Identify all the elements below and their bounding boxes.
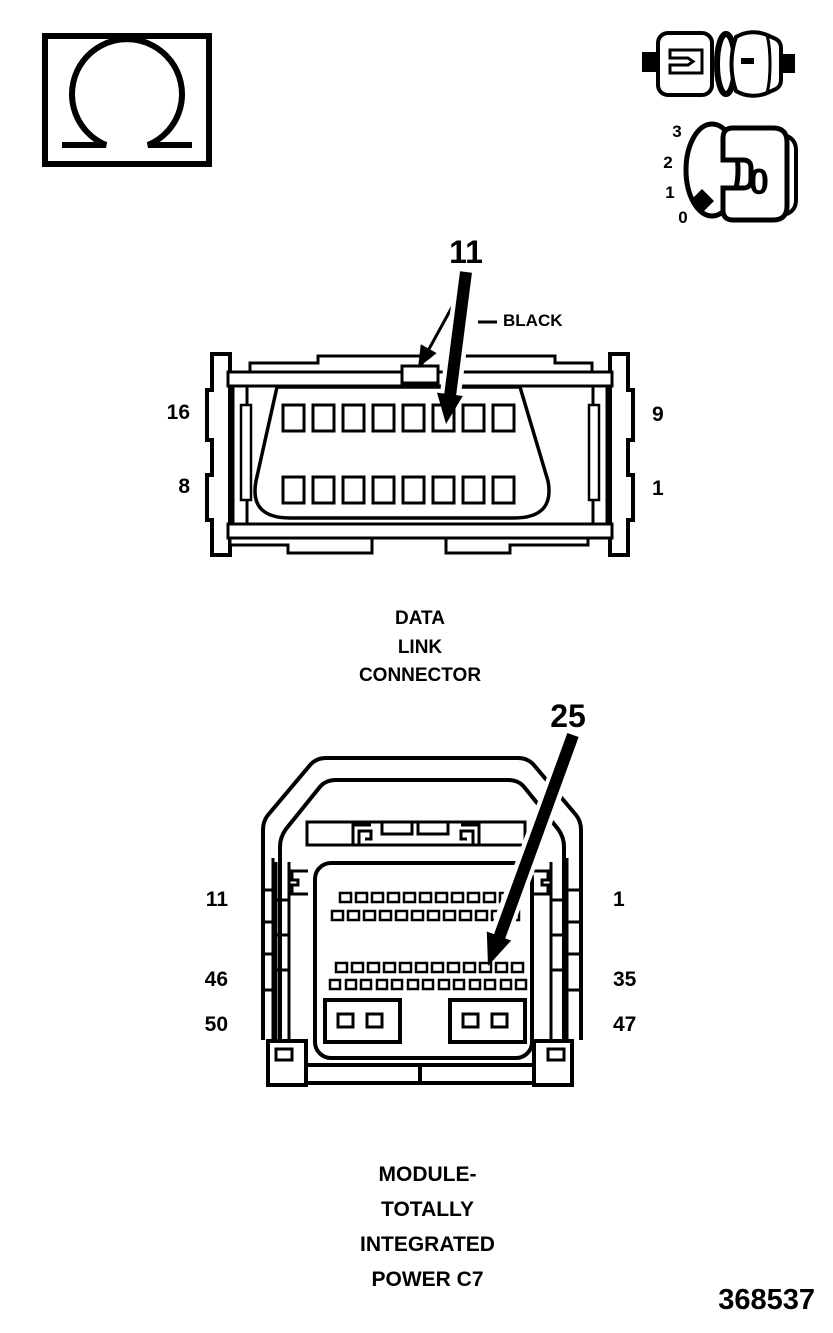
tipm-caption-line-3: INTEGRATED [360,1233,495,1256]
dlc-right-bracket [608,352,635,557]
tipm-caption: MODULE- TOTALLY INTEGRATED POWER C7 [310,1157,545,1297]
dial-scale-1: 1 [665,183,674,202]
tipm-pin-35-label: 35 [613,968,637,991]
dial-scale-0: 0 [678,208,687,227]
dlc-latch-tab [400,364,440,385]
dial-scale-3: 3 [672,122,681,141]
dlc-caption-line-3: CONNECTOR [358,665,482,686]
dlc-callout-label: 11 [449,234,483,270]
tipm-callout-label: 25 [550,698,586,734]
dlc-pins-bottom-row [281,475,516,505]
dlc-caption: DATA LINK CONNECTOR [310,605,530,691]
dial-face-value: 0 [749,161,769,202]
tipm-pin-row-1 [338,891,513,904]
ohmmeter-icon [42,33,212,167]
dlc-caption-line-2: LINK [397,636,443,658]
tipm-pin-1-label: 1 [613,888,625,911]
tipm-caption-line-1: MODULE- [378,1163,477,1186]
tipm-pin-46-label: 46 [204,968,228,991]
tipm-pin-row-3 [334,961,525,974]
tipm-latch-band [305,820,527,847]
tipm-power-pin-blocks [323,998,527,1044]
dlc-left-bracket [205,352,232,557]
dial-pointer-icon [690,189,714,213]
tipm-caption-line-2: TOTALLY [381,1198,474,1221]
tipm-pin-row-4 [328,978,528,991]
black-wire-label: BLACK [503,311,563,330]
tipm-pin-47-label: 47 [613,1013,637,1036]
figure-number: 368537 [718,1284,815,1316]
dial-scale-2: 2 [663,153,672,172]
dlc-pin-1-label: 1 [652,477,664,500]
tipm-caption-line-4: POWER C7 [371,1268,484,1291]
dlc-pin-9-label: 9 [652,403,664,426]
dlc-drawing [205,352,635,557]
tipm-drawing [261,756,583,1087]
tipm-pin-11-label: 11 [205,888,228,911]
tipm-pin-50-label: 50 [204,1013,228,1036]
rotary-dial-icon: 0 3 2 1 0 [663,121,798,227]
connector-pair-icon [642,30,795,98]
dlc-pin-16-label: 16 [166,401,190,424]
dlc-pin-8-label: 8 [178,475,190,498]
dlc-caption-line-1: DATA [395,608,445,629]
